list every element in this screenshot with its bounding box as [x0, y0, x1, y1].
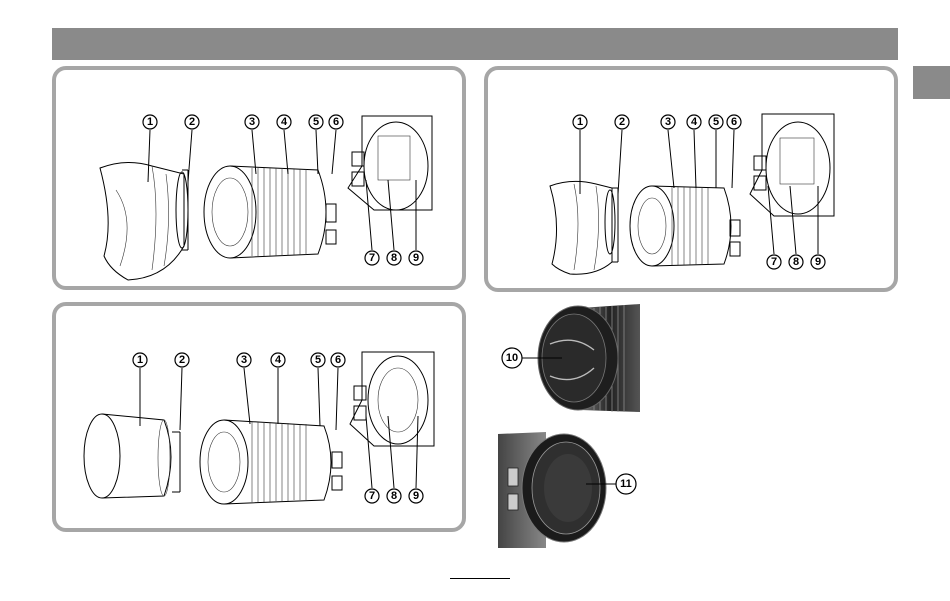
svg-text:5: 5	[713, 116, 719, 128]
callout-3: 3	[245, 115, 259, 129]
chapter-side-tab	[913, 66, 950, 99]
rear-lens-cap-icon	[522, 434, 606, 542]
callout-9: 9	[409, 489, 423, 503]
svg-text:4: 4	[691, 116, 698, 128]
svg-text:6: 6	[333, 116, 339, 128]
svg-text:5: 5	[315, 354, 321, 366]
callout-1: 1	[143, 115, 157, 129]
svg-text:8: 8	[391, 490, 397, 502]
svg-text:5: 5	[313, 116, 319, 128]
callout-7: 7	[365, 489, 379, 503]
lens-mount-icon	[750, 114, 834, 216]
svg-text:7: 7	[771, 256, 777, 268]
callout-11: 11	[616, 474, 636, 494]
lens-hood-icon	[84, 414, 171, 498]
front-lens-cap-figure: 10	[490, 300, 640, 418]
svg-text:7: 7	[369, 490, 375, 502]
callout-7: 7	[767, 255, 781, 269]
callout-3: 3	[661, 115, 675, 129]
svg-text:1: 1	[577, 116, 583, 128]
lens-body-icon	[200, 420, 342, 504]
callout-8: 8	[387, 489, 401, 503]
lens-diagram-a: 1 2 3 4 5 6 7 8 9	[56, 70, 470, 294]
footer-rule	[450, 578, 510, 579]
callout-8: 8	[387, 251, 401, 265]
callout-1: 1	[133, 353, 147, 367]
callout-5: 5	[709, 115, 723, 129]
svg-text:8: 8	[793, 256, 799, 268]
lens-diagram-b: 1 2 3 4 5 6 7 8 9	[488, 70, 902, 296]
svg-text:2: 2	[619, 116, 625, 128]
lens-hood-icon	[550, 181, 615, 274]
svg-text:2: 2	[179, 354, 185, 366]
svg-text:9: 9	[815, 256, 821, 268]
callout-6: 6	[331, 353, 345, 367]
svg-text:11: 11	[620, 478, 632, 490]
callout-5: 5	[309, 115, 323, 129]
callout-3: 3	[237, 353, 251, 367]
callout-4: 4	[277, 115, 291, 129]
callout-2: 2	[615, 115, 629, 129]
callout-2: 2	[185, 115, 199, 129]
callout-10: 10	[502, 348, 522, 368]
lens-body-icon	[630, 186, 740, 266]
lens-mount-icon	[350, 352, 434, 446]
callout-9: 9	[409, 251, 423, 265]
svg-text:3: 3	[241, 354, 247, 366]
svg-text:7: 7	[369, 252, 375, 264]
svg-text:9: 9	[413, 252, 419, 264]
lens-diagram-c: 1 2 3 4 5 6 7 8 9	[56, 306, 470, 536]
callout-6: 6	[727, 115, 741, 129]
lens-body-icon	[204, 166, 336, 258]
svg-text:10: 10	[506, 352, 518, 364]
callout-5: 5	[311, 353, 325, 367]
svg-text:3: 3	[665, 116, 671, 128]
section-header-bar	[52, 28, 898, 60]
callout-1: 1	[573, 115, 587, 129]
callout-6: 6	[329, 115, 343, 129]
callout-9: 9	[811, 255, 825, 269]
lens-hood-icon	[100, 162, 188, 280]
svg-text:3: 3	[249, 116, 255, 128]
rear-lens-cap-figure: 11	[498, 428, 648, 550]
svg-text:9: 9	[413, 490, 419, 502]
callout-2: 2	[175, 353, 189, 367]
svg-text:6: 6	[335, 354, 341, 366]
lens-diagram-panel-b: 1 2 3 4 5 6 7 8 9	[484, 66, 898, 292]
svg-text:2: 2	[189, 116, 195, 128]
callout-7: 7	[365, 251, 379, 265]
svg-text:1: 1	[147, 116, 153, 128]
svg-text:4: 4	[275, 354, 282, 366]
lens-diagram-panel-c: 1 2 3 4 5 6 7 8 9	[52, 302, 466, 532]
svg-text:1: 1	[137, 354, 143, 366]
lens-mount-icon	[348, 116, 432, 210]
svg-text:4: 4	[281, 116, 288, 128]
callout-4: 4	[687, 115, 701, 129]
lens-diagram-panel-a: 1 2 3 4 5 6 7 8 9	[52, 66, 466, 290]
callout-8: 8	[789, 255, 803, 269]
callout-4: 4	[271, 353, 285, 367]
svg-text:6: 6	[731, 116, 737, 128]
svg-text:8: 8	[391, 252, 397, 264]
